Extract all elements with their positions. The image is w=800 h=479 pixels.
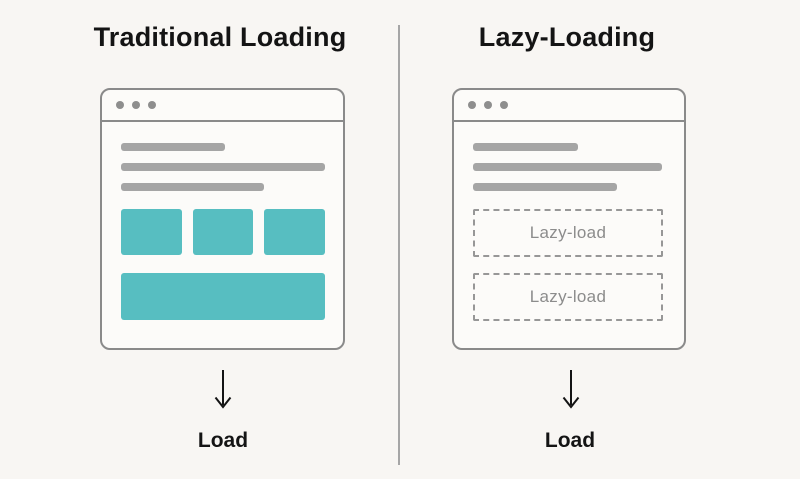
content-block [193,209,253,255]
right-title: Lazy-Loading [478,22,656,52]
window-titlebar [454,90,684,122]
text-placeholder-bar [121,163,325,171]
window-dot-icon [148,101,156,109]
right-load-label: Load [544,429,596,452]
text-placeholder-bar [473,143,578,151]
lazy-browser-window: Lazy-load Lazy-load [452,88,686,350]
text-placeholder-bar [121,183,264,191]
window-dot-icon [468,101,476,109]
traditional-browser-window [100,88,345,350]
left-title: Traditional Loading [93,22,347,52]
window-dot-icon [132,101,140,109]
window-content: Lazy-load Lazy-load [454,122,684,321]
lazy-load-placeholder: Lazy-load [473,209,663,257]
window-dot-icon [116,101,124,109]
window-dot-icon [484,101,492,109]
down-arrow-icon [214,370,232,409]
window-dot-icon [500,101,508,109]
content-block [264,209,325,255]
down-arrow-icon [562,370,580,409]
content-blocks-row [121,209,325,255]
lazy-load-placeholder: Lazy-load [473,273,663,321]
window-titlebar [102,90,343,122]
text-placeholder-bar [473,163,662,171]
lazy-load-label: Lazy-load [529,223,607,242]
text-placeholder-bar [473,183,617,191]
window-content [102,122,343,320]
content-block [121,209,182,255]
left-load-label: Load [197,429,249,452]
content-block-wide [121,273,325,320]
vertical-divider [398,25,400,465]
lazy-load-label: Lazy-load [529,287,607,306]
text-placeholder-bar [121,143,225,151]
